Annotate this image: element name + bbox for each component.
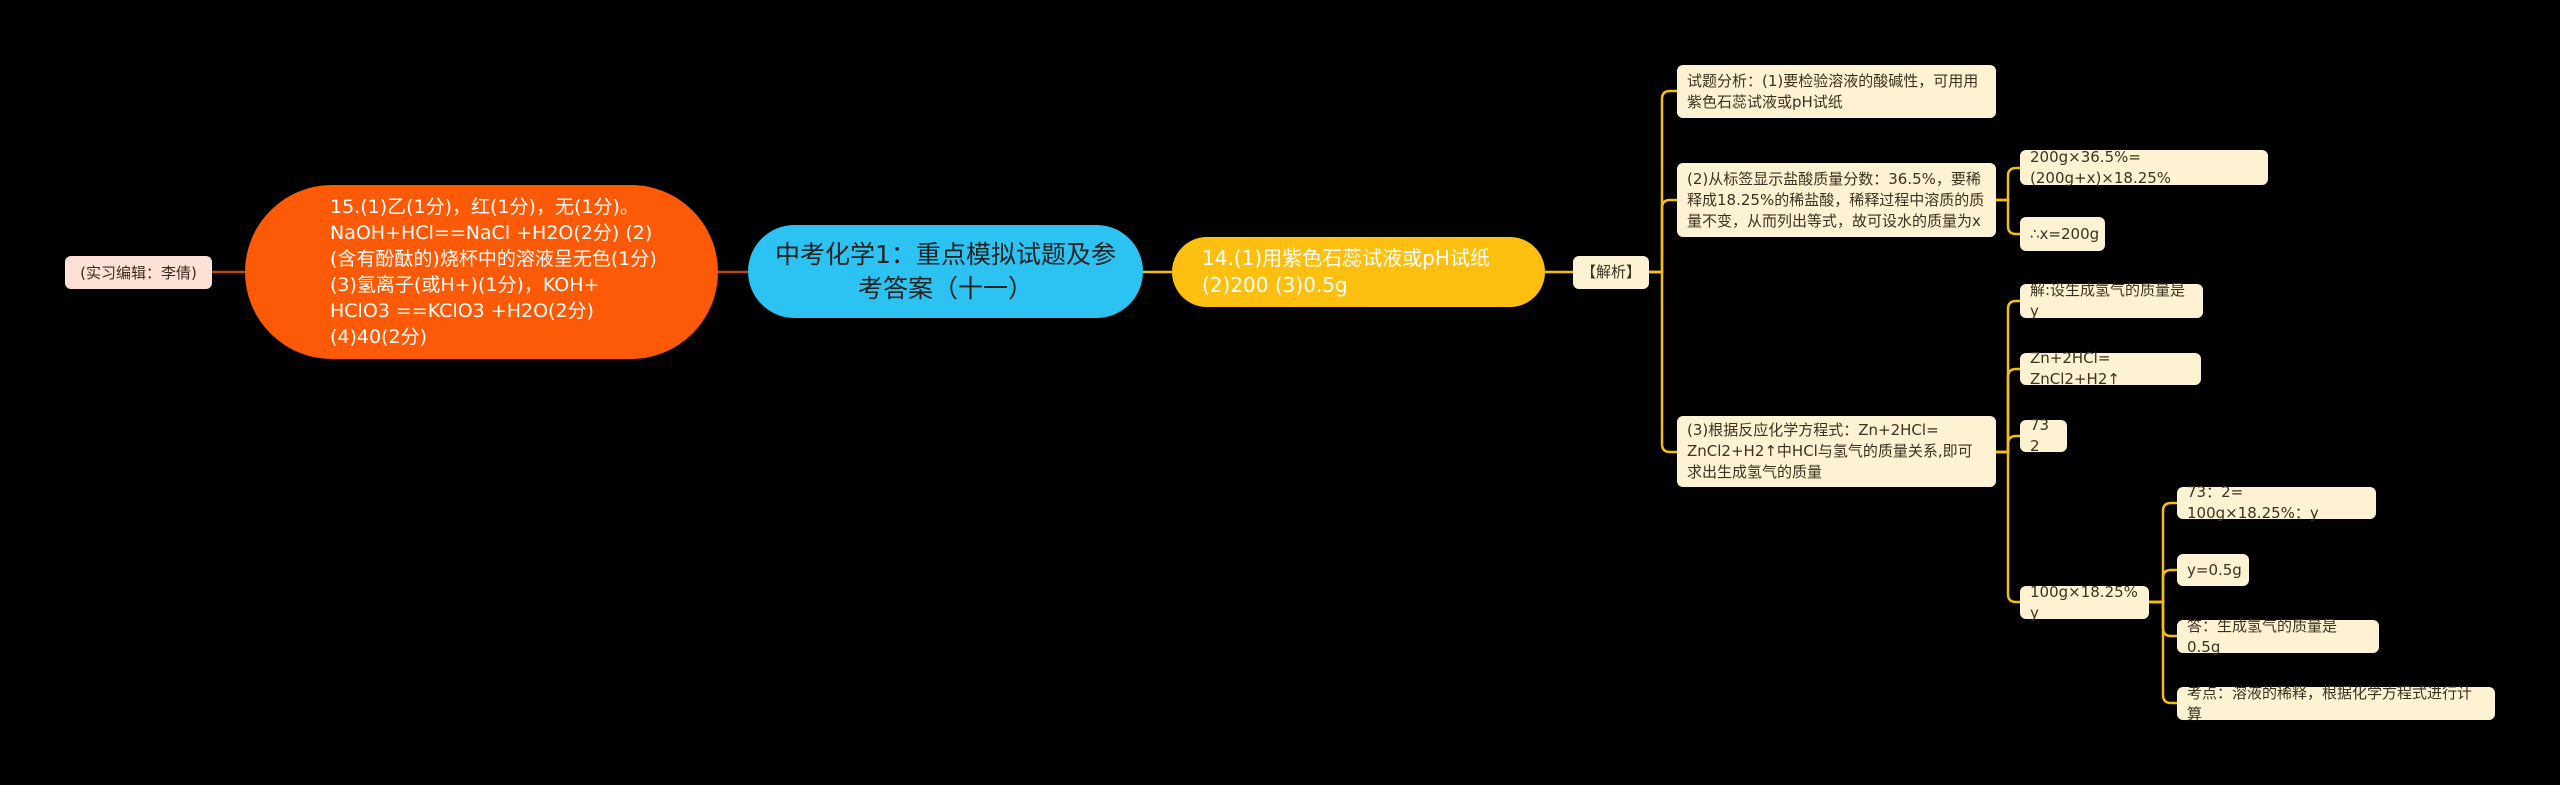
answer-15-text: 15.(1)乙(1分)，红(1分)，无(1分)。NaOH+HCl==NaCl +… (330, 196, 657, 348)
connector-line (1996, 450, 2020, 604)
mass-ratio[interactable]: 73 2 (2020, 416, 2067, 455)
connector-line (1996, 198, 2020, 236)
y-result[interactable]: y=0.5g (2177, 554, 2249, 586)
dilution-equation[interactable]: 200g×36.5%=(200g+x)×18.25% (2020, 148, 2268, 187)
solution-step[interactable]: 解:设生成氢气的质量是y (2020, 281, 2203, 320)
proportion-step[interactable]: 73：2= 100g×18.25%：y (2177, 483, 2376, 522)
root-title: 中考化学1：重点模拟试题及参考答案（十一） (775, 239, 1116, 303)
answer-14-text: 14.(1)用紫色石蕊试液或pH试纸 (2)200 (3)0.5g (1202, 246, 1490, 297)
connector-line (2149, 568, 2177, 604)
answer-15-node[interactable]: 15.(1)乙(1分)，红(1分)，无(1分)。NaOH+HCl==NaCl +… (245, 185, 718, 359)
reaction-equation[interactable]: Zn+2HCl= ZnCl2+H2↑ (2020, 349, 2201, 388)
root-topic[interactable]: 中考化学1：重点模拟试题及参考答案（十一） (748, 225, 1143, 318)
editor-note[interactable]: (实习编辑：李倩) (65, 256, 212, 289)
key-point[interactable]: 考点：溶液的稀释，根据化学方程式进行计算 (2177, 684, 2495, 723)
connector-line (1996, 166, 2020, 202)
analysis-part-3[interactable]: (3)根据反应化学方程式：Zn+2HCl= ZnCl2+H2↑中HCl与氢气的质… (1677, 416, 1996, 487)
analysis-part-1[interactable]: 试题分析：(1)要检验溶液的酸碱性，可用用紫色石蕊试液或pH试纸 (1677, 65, 1996, 118)
connector-line (1649, 198, 1677, 274)
mass-values[interactable]: 100g×18.25% y (2020, 583, 2149, 622)
dilution-result[interactable]: ∴x=200g (2020, 217, 2105, 251)
answer-14-node[interactable]: 14.(1)用紫色石蕊试液或pH试纸 (2)200 (3)0.5g (1172, 237, 1545, 307)
connector-line (2149, 600, 2177, 705)
connector-line (1996, 299, 2020, 454)
connector-line (2149, 501, 2177, 604)
connector-line (1996, 367, 2020, 454)
analysis-part-2[interactable]: (2)从标签显示盐酸质量分数：36.5%，要稀释成18.25%的稀盐酸，稀释过程… (1677, 163, 1996, 237)
final-answer[interactable]: 答：生成氢气的质量是0.5g (2177, 617, 2379, 656)
connector-line (1649, 270, 1677, 454)
connector-line (1996, 434, 2020, 454)
connector-line (1649, 89, 1677, 274)
analysis-label-node[interactable]: 【解析】 (1573, 256, 1649, 289)
